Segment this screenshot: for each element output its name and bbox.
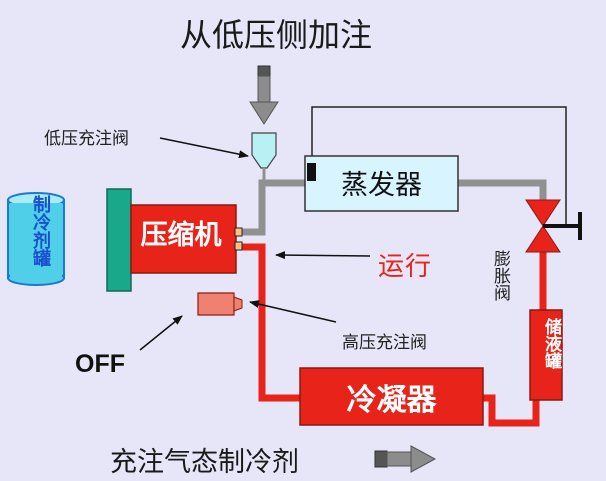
- diagram-title: 从低压侧加注: [180, 16, 373, 54]
- sensing-capillary-line: [311, 106, 567, 226]
- compressor-low-port: [234, 227, 243, 237]
- running-label: 运行: [378, 252, 433, 282]
- off-pointer: [139, 315, 183, 351]
- bottom-right-arrow: [374, 445, 437, 473]
- evaporator-label: 蒸发器: [341, 170, 422, 201]
- run-pointer: [275, 251, 371, 260]
- off-label: OFF: [75, 350, 125, 378]
- receiver: [529, 309, 563, 401]
- low-pressure-line: [240, 179, 547, 236]
- condenser-label: 冷凝器: [346, 383, 437, 418]
- charge-down-arrow: [249, 65, 279, 125]
- low-pressure-charging-valve: [251, 132, 277, 183]
- low-valve-pointer: [159, 137, 249, 159]
- expansion-valve: [525, 199, 582, 253]
- high-pressure-line: [240, 243, 547, 427]
- low-pressure-valve-label: 低压充注阀: [44, 129, 129, 149]
- compressor: [130, 204, 237, 274]
- high-valve-pointer: [249, 300, 337, 323]
- compressor-label: 压缩机: [140, 220, 222, 251]
- receiver-label: 储液罐: [541, 318, 561, 369]
- high-pressure-valve-label: 高压充注阀: [342, 333, 427, 353]
- bottom-caption: 充注气态制冷剂: [110, 447, 299, 478]
- refrigerant-tank-label: 制冷剂罐: [30, 195, 51, 267]
- expansion-valve-label: 膨胀阀: [490, 250, 510, 301]
- evaporator-sensor-bulb: [307, 163, 316, 181]
- refrigerant-tank: [7, 192, 65, 286]
- condenser: [299, 367, 484, 426]
- evaporator: [304, 155, 459, 212]
- compressor-high-port: [234, 241, 243, 251]
- high-pressure-charging-valve: [197, 292, 243, 316]
